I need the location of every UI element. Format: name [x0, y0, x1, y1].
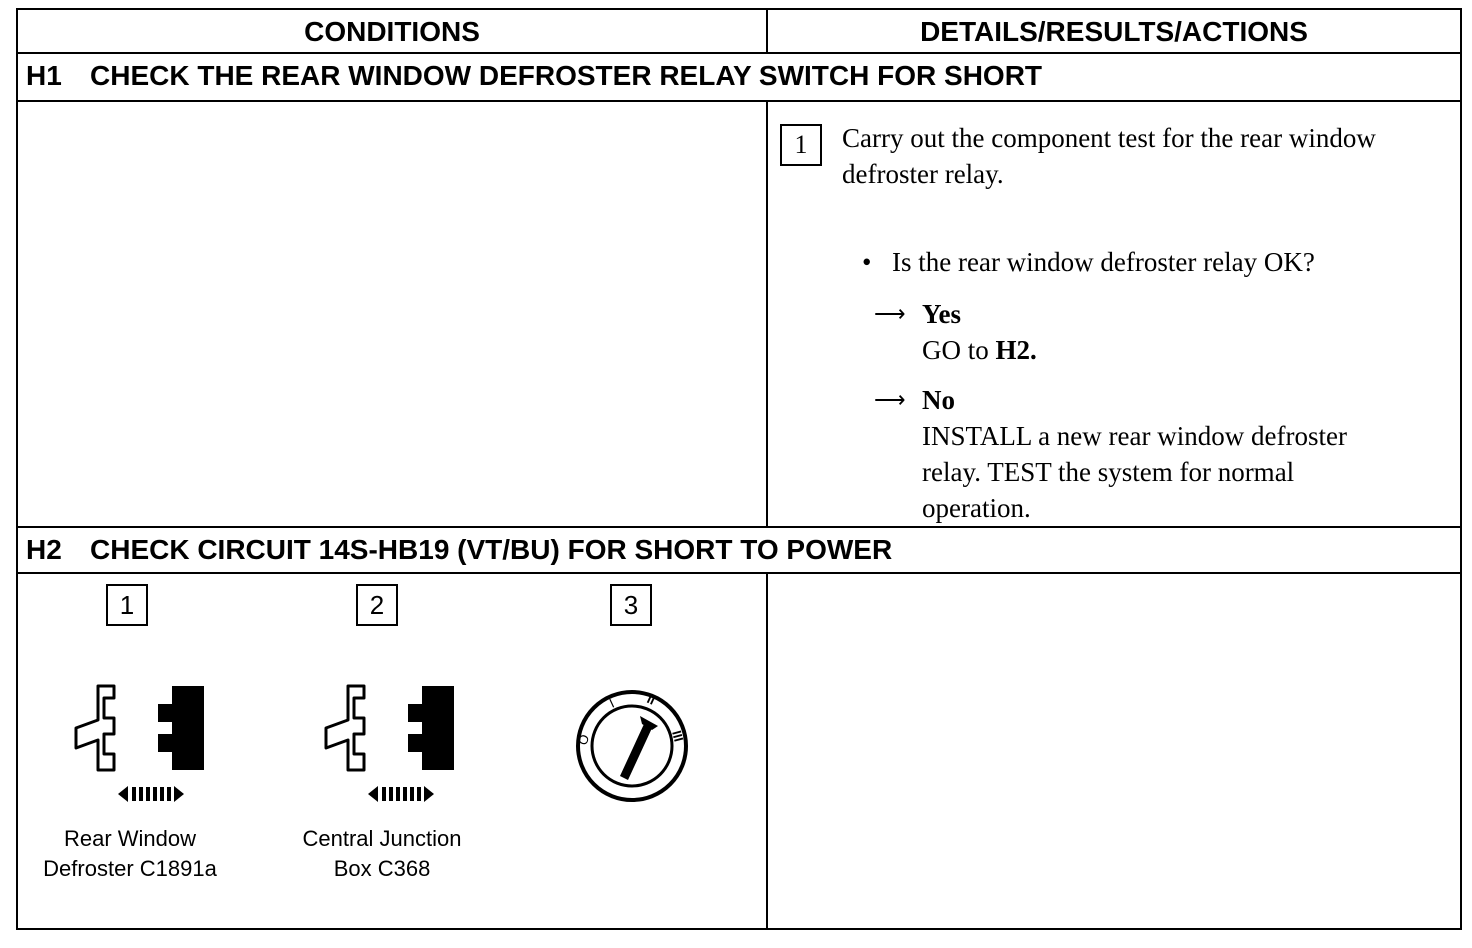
step-number-box: 1	[780, 124, 822, 166]
ignition-switch-icon: O I II III	[575, 690, 688, 802]
caption-line: Box C368	[333, 856, 431, 881]
instruction-line: defroster relay.	[842, 159, 1004, 189]
step-instruction: Carry out the component test for the rea…	[842, 120, 1452, 192]
question-text: Is the rear window defroster relay OK?	[892, 247, 1315, 277]
column-divider	[766, 102, 768, 526]
no-action-line: INSTALL a new rear window defroster	[922, 421, 1347, 451]
yes-action-prefix: GO to	[922, 335, 996, 365]
no-action-line: relay. TEST the system for normal	[922, 457, 1295, 487]
right-arrow-icon: ⟶	[874, 387, 906, 412]
position-label-off: O	[575, 732, 593, 747]
no-action-line: operation.	[922, 493, 1031, 523]
column-divider	[766, 574, 768, 928]
position-label-start: III	[669, 729, 686, 743]
bullet-icon: •	[862, 247, 872, 277]
header-details: DETAILS/RESULTS/ACTIONS	[920, 16, 1308, 47]
caption-line: Central Junction	[302, 826, 462, 851]
figure-caption: Central Junction Box C368	[262, 824, 502, 884]
step-number-box: 2	[356, 584, 398, 626]
section-id: H1	[26, 60, 62, 91]
instruction-line: Carry out the component test for the rea…	[842, 123, 1376, 153]
section-h2-body: 1 Rear Window Defroster C1891a 2	[18, 574, 1460, 928]
question-bullet: • Is the rear window defroster relay OK?	[862, 244, 1442, 280]
diagnostic-table: CONDITIONS DETAILS/RESULTS/ACTIONS H1 CH…	[16, 8, 1462, 930]
caption-line: Rear Window	[63, 826, 197, 851]
yes-action: GO to H2.	[922, 332, 1432, 368]
header-conditions: CONDITIONS	[18, 10, 768, 52]
position-label-acc: I	[607, 696, 617, 711]
section-title: CHECK CIRCUIT 14S-HB19 (VT/BU) FOR SHORT…	[90, 534, 893, 565]
figure-caption: Rear Window Defroster C1891a	[10, 824, 250, 884]
connector-disconnect-icon	[324, 684, 454, 802]
table-header-row: CONDITIONS DETAILS/RESULTS/ACTIONS	[18, 10, 1460, 54]
step-number-box: 3	[610, 584, 652, 626]
connector-disconnect-icon	[74, 684, 204, 802]
section-h1-body: 1 Carry out the component test for the r…	[18, 102, 1460, 526]
yes-label: Yes	[922, 299, 961, 329]
yes-action-target: H2.	[995, 335, 1037, 365]
right-arrow-icon: ⟶	[874, 301, 906, 326]
section-h1-header: H1 CHECK THE REAR WINDOW DEFROSTER RELAY…	[18, 54, 1460, 102]
section-id: H2	[26, 534, 62, 565]
section-title: CHECK THE REAR WINDOW DEFROSTER RELAY SW…	[90, 60, 1043, 91]
section-h2-header: H2 CHECK CIRCUIT 14S-HB19 (VT/BU) FOR SH…	[18, 526, 1460, 574]
caption-line: Defroster C1891a	[43, 856, 217, 881]
step-number-box: 1	[106, 584, 148, 626]
no-label: No	[922, 385, 955, 415]
